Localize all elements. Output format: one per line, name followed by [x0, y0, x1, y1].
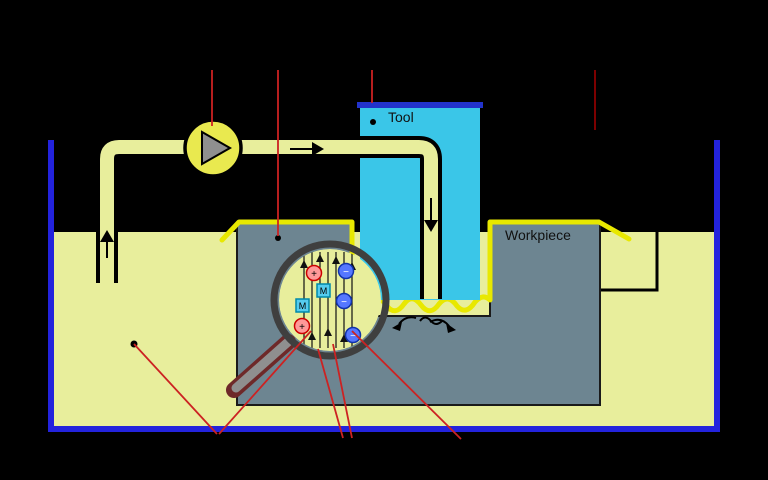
cation-icon	[293, 317, 311, 335]
magnifier-view: + − M M − + −	[279, 249, 381, 351]
tool-marker-dot	[370, 119, 376, 125]
tool-label: Tool	[388, 109, 414, 125]
exit-arrow-left	[398, 316, 417, 325]
anion-icon	[337, 262, 355, 280]
anion-symbol: −	[350, 331, 356, 342]
workpiece-label: Workpiece	[505, 227, 571, 243]
leader-electrolyte	[133, 343, 218, 435]
cation-symbol: +	[311, 269, 317, 280]
anion-icon	[335, 292, 353, 310]
anion-symbol: −	[343, 267, 349, 278]
field-line-arrows	[300, 254, 356, 342]
metal-symbol: M	[320, 286, 328, 296]
anion-symbol: −	[341, 297, 347, 308]
tank-border	[48, 140, 720, 432]
exit-arrow-right-icon	[446, 323, 456, 333]
metal-symbol: M	[299, 301, 307, 311]
leader-lens-mid1	[317, 348, 344, 439]
gap-exit-arrows	[392, 316, 456, 333]
annotation-lines	[133, 70, 596, 440]
leader-lens-mid2	[332, 343, 353, 439]
pump-rotor-icon	[201, 130, 233, 166]
metal-atom-icon	[295, 298, 310, 313]
pipe-bore	[100, 140, 438, 299]
ions: + − M M − + −	[293, 262, 362, 344]
magnifier-handle	[231, 337, 293, 393]
down-flow-arrow-icon	[424, 220, 438, 232]
cation-symbol: +	[299, 322, 305, 333]
leader-lens-left	[218, 330, 312, 435]
surface-marker-dot	[275, 235, 281, 241]
anion-icon	[344, 326, 362, 344]
leader-lens-right	[351, 330, 462, 440]
flow-arrows	[100, 142, 438, 258]
metal-atom-icon	[316, 283, 331, 298]
cation-icon	[305, 264, 323, 282]
up-flow-arrow-icon	[100, 230, 114, 242]
magnifier-rim	[270, 240, 390, 360]
tool-top-edge	[357, 102, 483, 108]
exit-arrow-left-icon	[392, 322, 402, 331]
workpiece-wire	[601, 232, 659, 292]
right-flow-arrow-icon	[312, 142, 324, 156]
pump	[183, 118, 243, 178]
